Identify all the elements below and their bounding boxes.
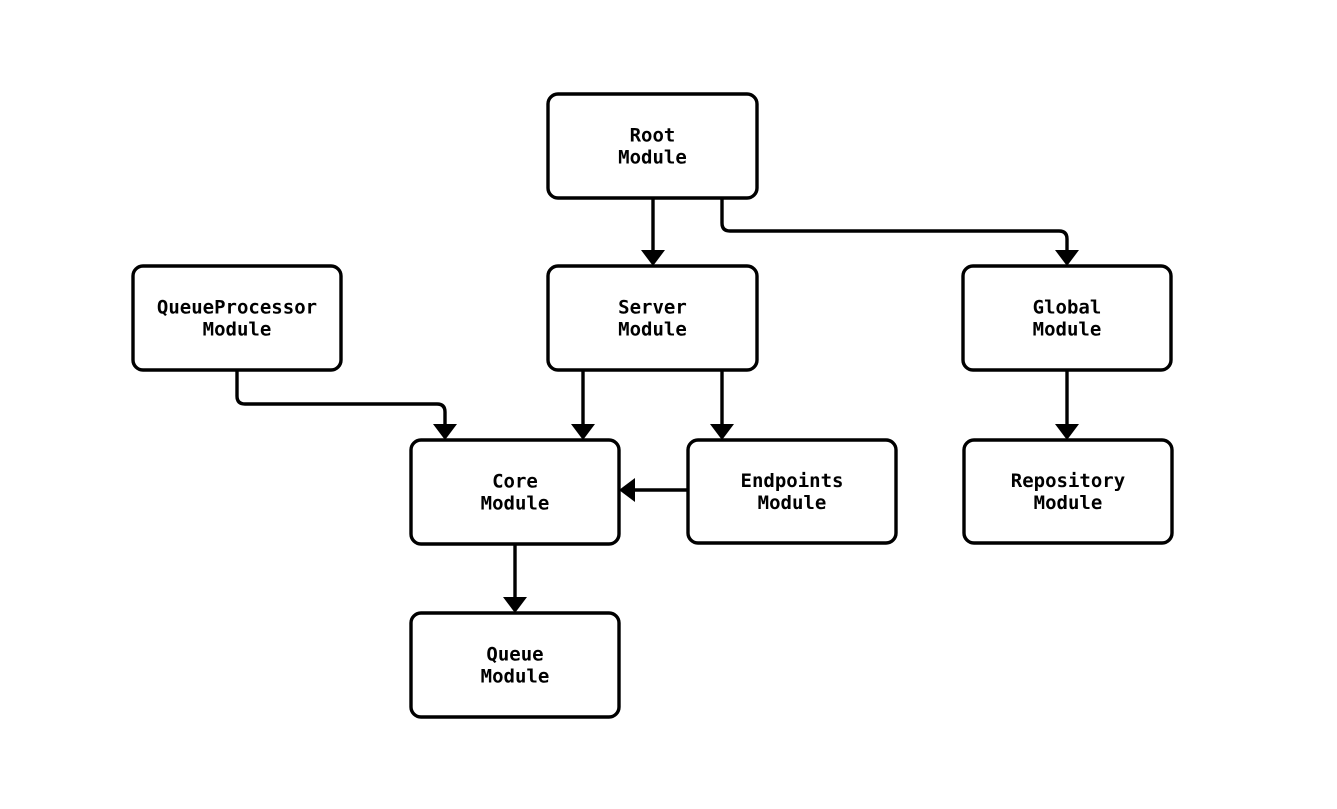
node-box <box>962 438 1174 545</box>
arrowhead-server-endpoints <box>710 424 734 440</box>
arrowhead-global-repository <box>1055 424 1079 440</box>
node-box <box>686 438 898 545</box>
node-box <box>131 264 343 372</box>
edge-root-global <box>720 198 1069 252</box>
arrowhead-root-global <box>1055 250 1079 266</box>
node-box <box>961 264 1173 372</box>
arrowhead-root-server <box>641 250 665 266</box>
node-box <box>546 264 759 372</box>
node-box <box>546 92 759 200</box>
node-box <box>409 611 621 719</box>
arrowhead-endpoints-core <box>619 478 635 502</box>
arrowhead-queueprocessor-core <box>433 424 457 440</box>
node-box <box>409 438 621 546</box>
arrowhead-core-queue <box>503 597 527 613</box>
edge-queueprocessor-core <box>235 370 447 426</box>
arrowhead-server-core <box>571 424 595 440</box>
